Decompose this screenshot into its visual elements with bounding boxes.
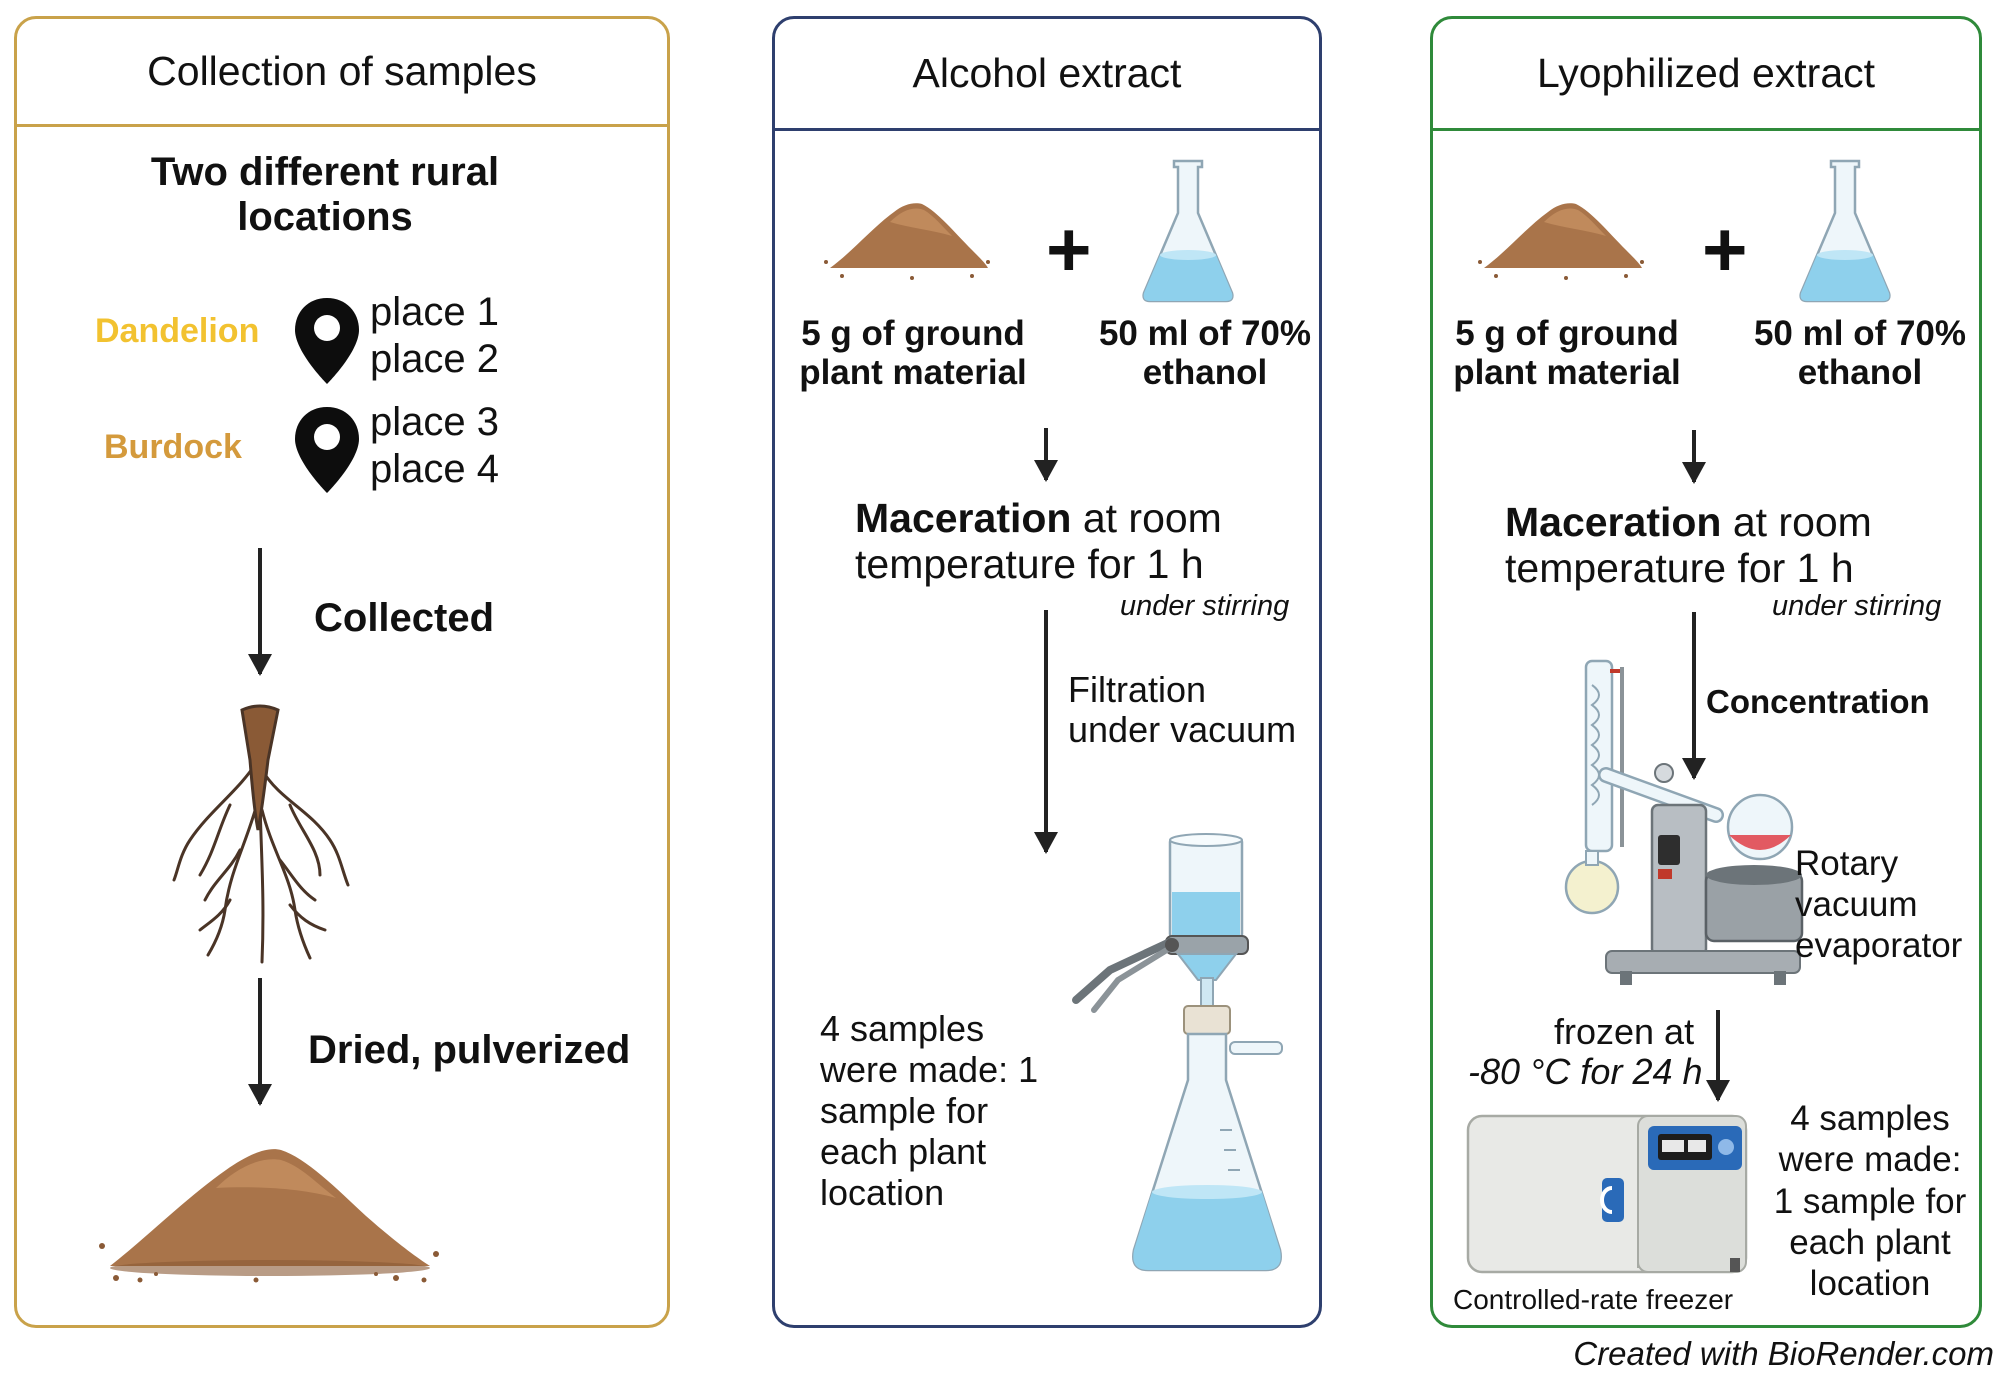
plant-material-pile <box>1478 203 1644 280</box>
erlenmeyer-flask-icon <box>1142 159 1234 303</box>
frozen-text: frozen at -80 °C for 24 h <box>1468 1011 1703 1093</box>
arrow-to-maceration <box>1034 428 1058 482</box>
erlenmeyer-flask-icon <box>1799 159 1891 303</box>
ground-material-pile <box>99 1149 439 1283</box>
alcohol-panel-header: Alcohol extract <box>775 19 1319 131</box>
collection-panel-header: Collection of samples <box>17 19 667 127</box>
collection-title: Collection of samples <box>147 48 537 94</box>
freezer-label: Controlled-rate freezer <box>1453 1284 1734 1315</box>
alcohol-stirring-note: under stirring <box>1120 590 1290 622</box>
biorender-credit: Created with BioRender.com <box>1573 1335 1994 1372</box>
lyophilized-maceration-text: Maceration at room temperature for 1 h <box>1505 499 1872 591</box>
dandelion-label: Dandelion <box>95 312 260 350</box>
root-illustration <box>172 704 350 964</box>
alcohol-maceration-text: Maceration at room temperature for 1 h <box>855 495 1222 587</box>
plus-icon: + <box>1702 205 1748 293</box>
place-1-label: place 1 <box>370 290 499 334</box>
vacuum-filtration-apparatus <box>1072 833 1283 1272</box>
evaporator-label: Rotary vacuum evaporator <box>1795 844 1963 965</box>
filtration-text: Filtration under vacuum <box>1068 669 1297 751</box>
arrow-to-maceration <box>1682 430 1706 484</box>
dried-label: Dried, pulverized <box>308 1028 631 1072</box>
plant-material-pile <box>824 203 990 280</box>
arrow-filtration <box>1034 610 1058 854</box>
burdock-label: Burdock <box>104 428 242 466</box>
plus-icon: + <box>1046 205 1092 293</box>
alcohol-title: Alcohol extract <box>912 50 1182 96</box>
place-3-label: place 3 <box>370 400 499 444</box>
collection-panel: Collection of samples <box>14 16 670 1328</box>
arrow-dried <box>248 978 272 1106</box>
location-pin-icon <box>295 298 359 384</box>
alcohol-ingredient-ethanol: 50 ml of 70% ethanol <box>1098 314 1312 393</box>
lyophilized-title: Lyophilized extract <box>1536 50 1876 96</box>
lyophilized-panel-header: Lyophilized extract <box>1433 19 1979 131</box>
locations-heading: Two different rural locations <box>150 150 500 239</box>
place-4-label: place 4 <box>370 447 499 491</box>
location-pin-icon <box>295 407 359 493</box>
collected-label: Collected <box>314 596 495 640</box>
alcohol-result-text: 4 samples were made: 1 sample for each p… <box>820 1008 1039 1214</box>
lyophilized-result-text: 4 samples were made: 1 sample for each p… <box>1773 1099 1967 1304</box>
concentration-label: Concentration <box>1706 683 1930 720</box>
arrow-concentration <box>1682 612 1706 780</box>
alcohol-ingredient-plant: 5 g of ground plant material <box>799 314 1027 393</box>
arrow-frozen <box>1706 1010 1730 1102</box>
controlled-rate-freezer-illustration <box>1466 1114 1748 1274</box>
lyophilized-ingredient-plant: 5 g of ground plant material <box>1453 314 1681 393</box>
arrow-collected <box>248 548 272 676</box>
lyophilized-ingredient-ethanol: 50 ml of 70% ethanol <box>1753 314 1967 393</box>
lyophilized-stirring-note: under stirring <box>1772 590 1942 622</box>
rotary-evaporator-illustration <box>1564 659 1804 985</box>
place-2-label: place 2 <box>370 337 499 381</box>
